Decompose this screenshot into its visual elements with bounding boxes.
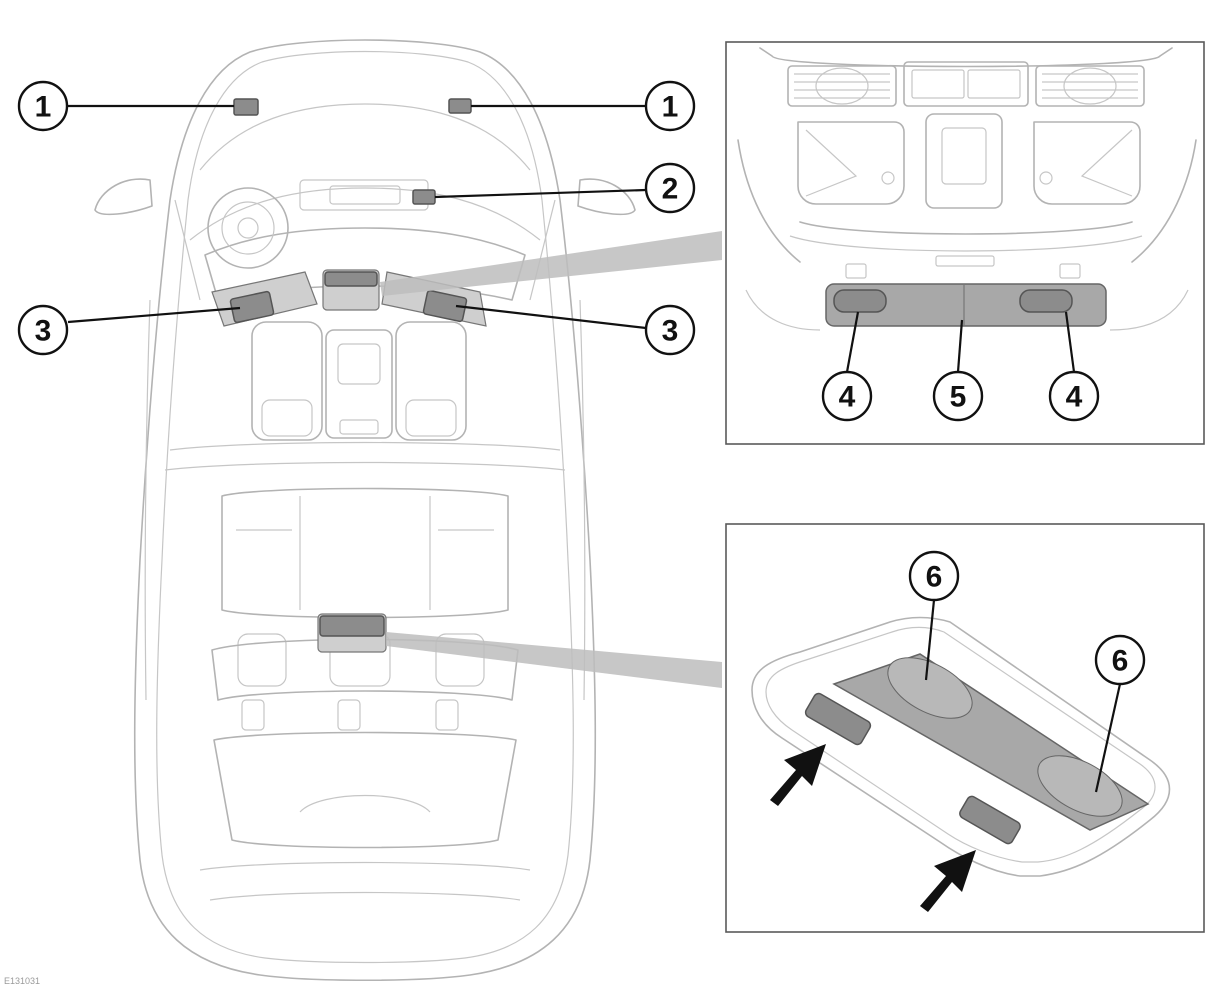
figure-reference-code: E131031	[4, 976, 40, 986]
callout-6-right: 6	[1094, 634, 1146, 686]
visor-mirror-left	[229, 290, 275, 324]
dash-sensor	[412, 189, 436, 205]
callout-3-left-label: 3	[35, 315, 52, 348]
callout-4-left-label: 4	[839, 381, 856, 414]
front-sensor-left	[233, 98, 259, 116]
callout-1-left: 1	[17, 80, 69, 132]
callout-2-label: 2	[662, 173, 679, 206]
front-overhead-lens	[324, 271, 378, 287]
callout-5: 5	[932, 370, 984, 422]
callout-1-right: 1	[644, 80, 696, 132]
rear-console-detail	[751, 616, 1171, 877]
front-console-detail	[737, 47, 1197, 331]
arrow-left-switch-icon	[770, 744, 826, 806]
callout-6-right-label: 6	[1112, 645, 1129, 678]
visor-mirror-right	[422, 289, 468, 323]
rear-switch-right	[959, 795, 1021, 845]
callout-2: 2	[644, 162, 696, 214]
callout-6-left-label: 6	[926, 561, 943, 594]
callout-4-right: 4	[1048, 370, 1100, 422]
callout-3-right-label: 3	[662, 315, 679, 348]
map-light-right	[1019, 289, 1073, 313]
rear-switch-left	[804, 692, 872, 746]
callout-6-left: 6	[908, 550, 960, 602]
callout-1-left-label: 1	[35, 91, 52, 124]
callout-5-label: 5	[950, 381, 967, 414]
callout-3-left: 3	[17, 304, 69, 356]
callout-1-right-label: 1	[662, 91, 679, 124]
car-top-view	[94, 39, 636, 982]
zoom-beam-front	[380, 231, 722, 296]
rear-lamp-right	[1037, 755, 1123, 817]
zoom-beam-rear	[386, 632, 722, 688]
leader-lines	[67, 104, 1122, 793]
front-sensor-right	[448, 98, 472, 114]
map-light-left	[833, 289, 887, 313]
callout-4-left: 4	[821, 370, 873, 422]
arrow-right-switch-icon	[920, 850, 976, 912]
rear-overhead-lens	[319, 615, 385, 637]
callout-4-right-label: 4	[1066, 381, 1083, 414]
rear-lamp-left	[887, 657, 973, 719]
callout-3-right: 3	[644, 304, 696, 356]
